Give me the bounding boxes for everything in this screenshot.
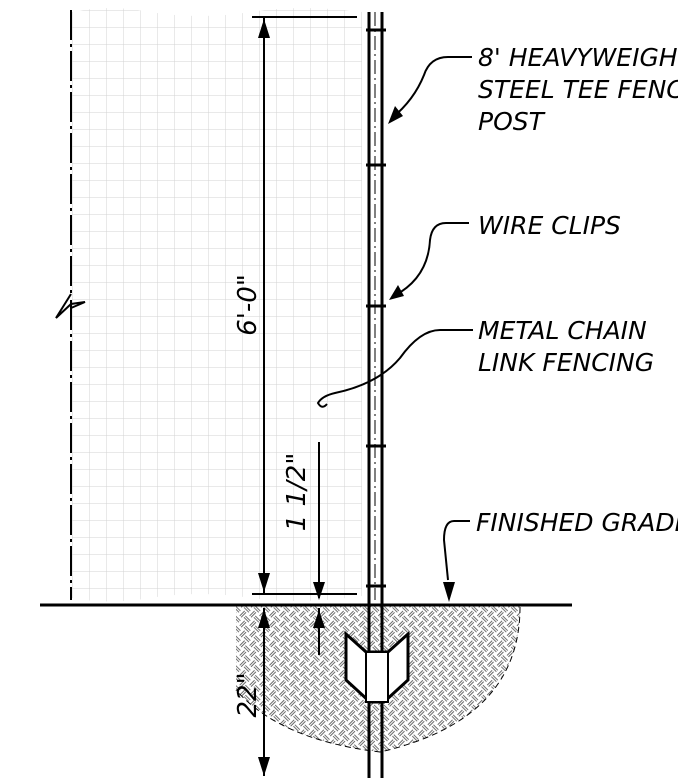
callout-post: 8' HEAVYWEIGHT STEEL TEE FENCE POST [478, 43, 678, 136]
leader-post [388, 56, 472, 124]
callout-post-line1: 8' HEAVYWEIGHT [478, 43, 678, 72]
fence-break-edge [55, 10, 86, 600]
leader-wire-clips [389, 222, 469, 300]
callout-wire-clips: WIRE CLIPS [478, 211, 621, 240]
callout-fencing: METAL CHAIN LINK FENCING [478, 316, 654, 377]
chain-link-mesh [72, 8, 362, 602]
callout-fencing-line2: LINK FENCING [478, 348, 654, 377]
wire-clips [366, 28, 386, 588]
callout-finished-grade: FINISHED GRADE [476, 508, 678, 537]
anchor-plate [344, 630, 410, 704]
dimension-ground-clearance-text: 1 1/2" [282, 453, 312, 532]
dimension-fence-height: 6'-0" [233, 16, 357, 595]
callout-post-line3: POST [478, 107, 546, 136]
dimension-embed-depth-text: 22" [233, 672, 263, 717]
callout-fencing-line1: METAL CHAIN [478, 316, 647, 345]
dimension-embed-depth: 22" [233, 608, 270, 776]
dimension-ground-clearance: 1 1/2" [282, 442, 325, 655]
leader-finished-grade [442, 520, 470, 602]
callout-post-line2: STEEL TEE FENCE [478, 75, 678, 104]
dimension-fence-height-text: 6'-0" [233, 274, 263, 336]
leader-fencing [316, 329, 473, 408]
